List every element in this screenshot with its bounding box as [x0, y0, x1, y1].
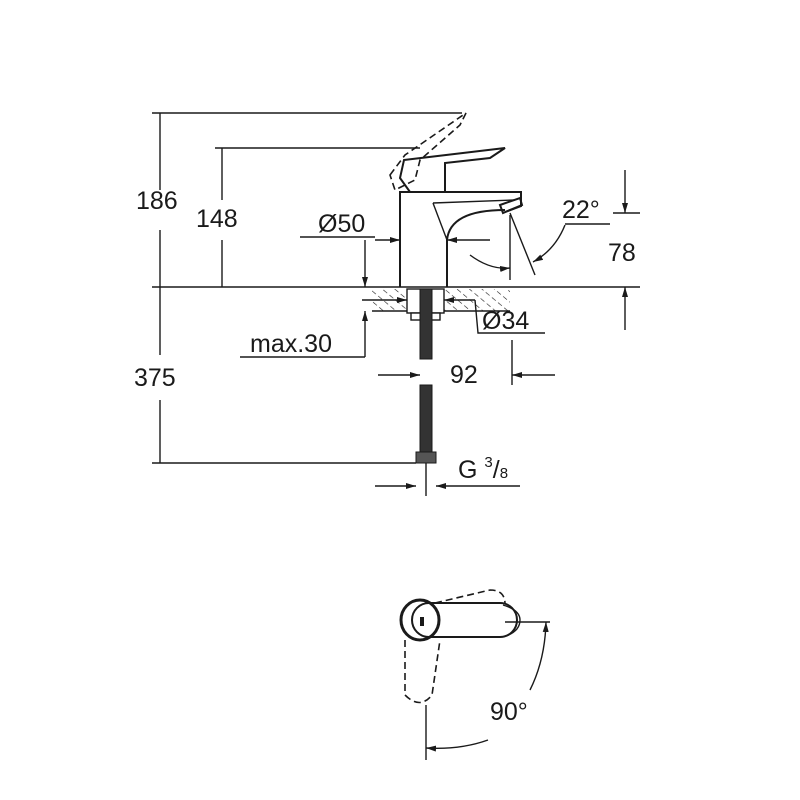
thread-denominator: 8: [499, 465, 509, 482]
thread-separator: /: [492, 456, 500, 484]
dim-body-diameter: Ø50: [318, 210, 366, 238]
dim-max-thickness: max.30: [250, 330, 332, 358]
thread-letter: G: [458, 456, 478, 484]
dim-connection-thread: G 3/8: [458, 455, 509, 484]
dim-spout-height: 78: [608, 239, 636, 267]
dim-handle-height: 148: [196, 205, 238, 233]
thread-numerator: 3: [484, 454, 493, 471]
vertical-dimensions: [159, 113, 640, 463]
dim-handle-rotation: 90°: [490, 698, 528, 726]
reference-lines: [152, 112, 640, 464]
faucet-side-view: [372, 112, 524, 496]
dim-spout-angle: 22°: [562, 196, 600, 224]
dim-total-height: 186: [136, 187, 178, 215]
horizontal-dimensions: [240, 212, 610, 489]
faucet-top-view: [399, 589, 550, 760]
dim-hole-diameter: Ø34: [482, 307, 530, 335]
dim-below-counter: 375: [134, 364, 176, 392]
dim-projection: 92: [450, 361, 478, 389]
